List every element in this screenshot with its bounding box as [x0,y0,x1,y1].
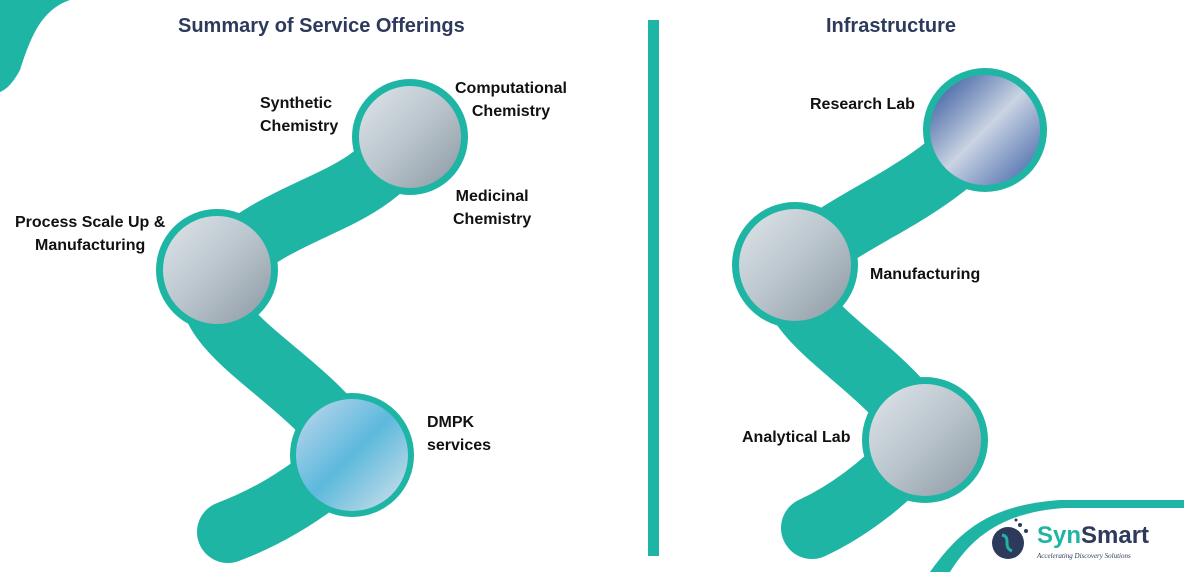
label-process: Process Scale Up & Manufacturing [15,214,166,254]
manufacturing-photo [739,209,851,321]
brand-name: SynSmart [1037,522,1149,550]
right-title: Infrastructure [826,15,957,37]
brand-syn: Syn [1037,522,1082,549]
analytical-lab-photo [869,384,981,496]
research-lab-photo [930,75,1040,185]
swoosh-decoration [930,500,1184,572]
brand-tagline: Accelerating Discovery Solutions [1037,552,1131,560]
label-synthetic: Synthetic Chemistry [260,95,339,135]
process-manufacturing-photo [163,216,271,324]
dmpk-photo [296,399,408,511]
label-research-lab: Research Lab [810,96,915,113]
label-dmpk: DMPK services [427,414,492,454]
synsmart-logo-icon [992,518,1028,559]
corner-decoration [0,0,70,92]
brand-smart: Smart [1081,522,1150,549]
label-analytical-lab: Analytical Lab [742,429,851,446]
label-medicinal: Medicinal Chemistry [453,188,532,228]
left-title: Summary of Service Offerings [178,15,465,37]
synthetic-chemistry-photo [359,86,461,188]
divider [648,20,659,556]
label-computational: Computational Chemistry [455,80,567,120]
label-manufacturing: Manufacturing [870,266,981,283]
